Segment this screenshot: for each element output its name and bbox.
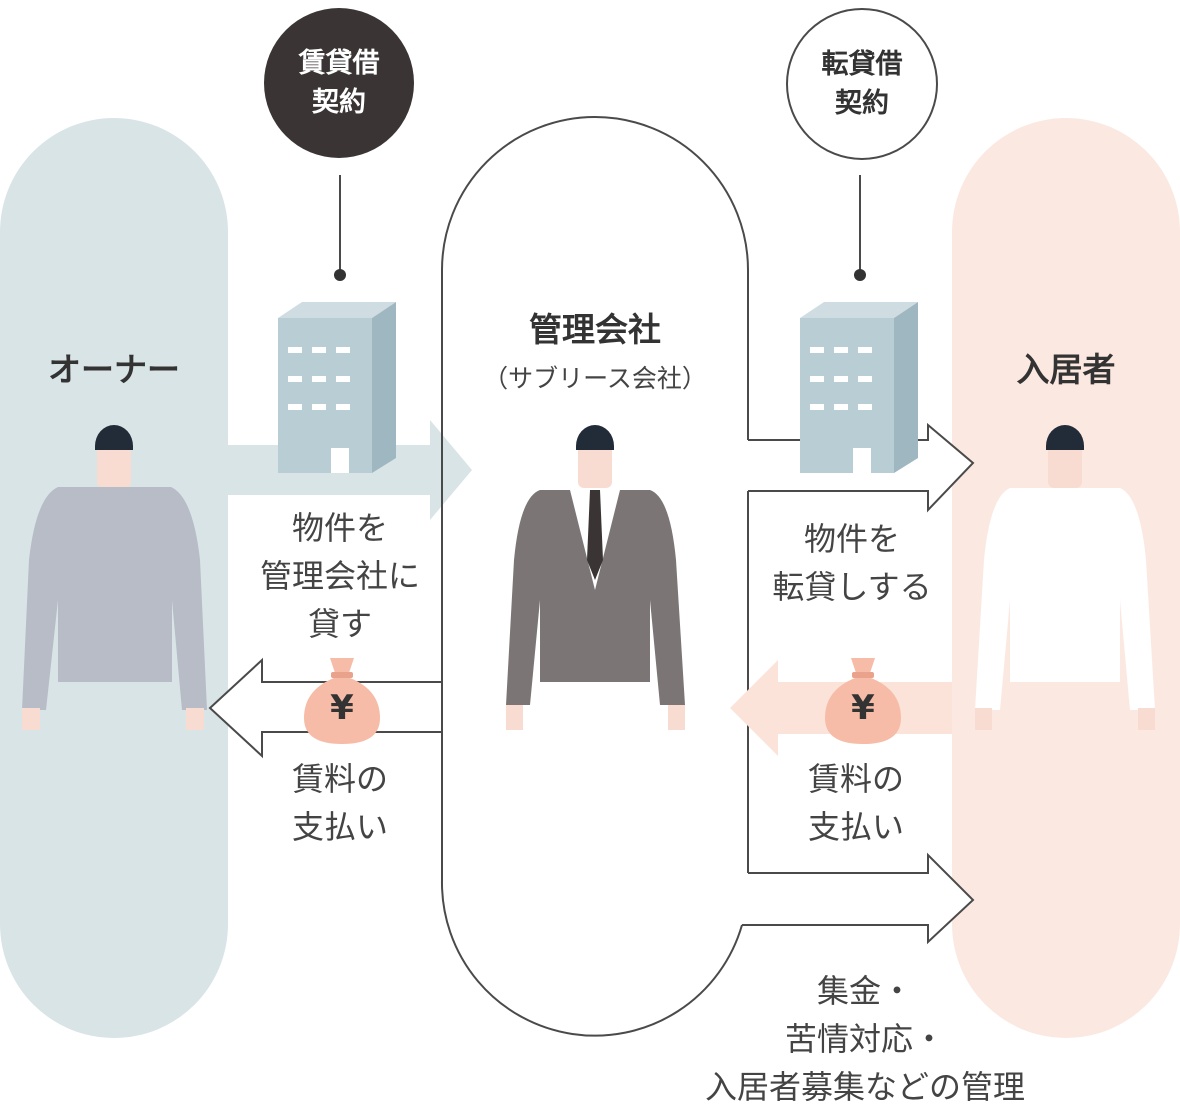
sublease-connector-dot bbox=[854, 269, 866, 281]
building-icon bbox=[800, 302, 918, 473]
management-label: 集金・ 苦情対応・ 入居者募集などの管理 bbox=[704, 972, 1025, 1106]
money-bag-yen-symbol: ¥ bbox=[851, 688, 875, 728]
money-bag-icon bbox=[825, 658, 901, 744]
rent-to-manager-label: 賃料の 支払い bbox=[807, 760, 904, 846]
person-icon bbox=[975, 425, 1155, 730]
sublease-label: 物件を 転貸しする bbox=[772, 520, 932, 606]
tenant-title: 入居者 bbox=[1016, 350, 1116, 389]
manager-title: 管理会社 bbox=[529, 310, 661, 349]
arrow-management-to-tenant bbox=[742, 852, 975, 945]
person-icon bbox=[22, 425, 207, 730]
rent-to-owner-label: 賃料の 支払い bbox=[291, 760, 388, 846]
manager-loop-bottom bbox=[440, 732, 743, 1037]
person-icon bbox=[506, 425, 685, 730]
building-icon bbox=[278, 302, 396, 473]
money-bag-icon bbox=[304, 658, 380, 744]
lease-connector-dot bbox=[334, 269, 346, 281]
manager-subtitle: （サブリース会社） bbox=[483, 364, 707, 393]
manager-loop bbox=[441, 116, 749, 682]
money-bag-yen-symbol: ¥ bbox=[330, 688, 354, 728]
lend-to-manager-label: 物件を 管理会社に 貸す bbox=[259, 509, 420, 643]
sublease-contract-badge: 転貸借 契約 bbox=[786, 8, 938, 160]
lease-contract-badge: 賃貸借 契約 bbox=[264, 8, 414, 158]
owner-title: オーナー bbox=[48, 350, 180, 389]
